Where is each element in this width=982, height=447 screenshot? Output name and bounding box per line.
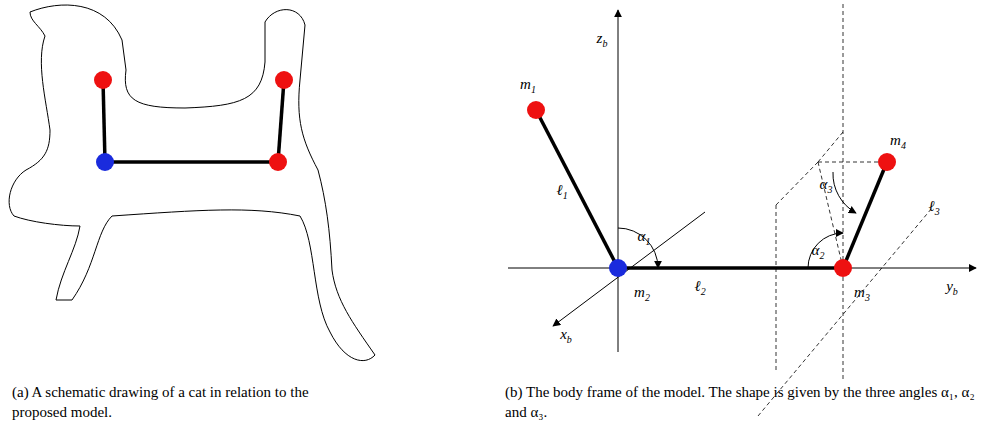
angle-label: α1 (638, 229, 651, 244)
axis-label: zb (597, 31, 608, 46)
mass-dot (609, 259, 627, 277)
caption: (b) The body frame of the model. The sha… (505, 382, 975, 422)
cat-model (103, 80, 284, 162)
mass-dot (269, 153, 287, 171)
angle-label: α3 (820, 177, 833, 192)
length-label: ℓ2 (694, 279, 705, 294)
angle-label: α2 (812, 243, 825, 258)
construction-lines (758, 4, 932, 416)
mass-dot (94, 71, 112, 89)
mass-dot (275, 71, 293, 89)
length-label: ℓ1 (556, 183, 567, 198)
mass-label: m4 (890, 133, 906, 148)
mass-dot (96, 153, 114, 171)
caption: (a) A schematic drawing of a cat in rela… (12, 382, 342, 422)
links (536, 110, 887, 268)
axes (508, 10, 976, 352)
cat-outline (9, 5, 375, 361)
mass-label: m1 (520, 77, 536, 92)
mass-dot (527, 101, 545, 119)
axis-label: yb (946, 279, 958, 294)
mass-dot (878, 153, 896, 171)
angle-arcs (618, 172, 856, 268)
mass-label: m3 (854, 285, 870, 300)
length-label: ℓ3 (928, 199, 939, 214)
mass-label: m2 (634, 285, 650, 300)
mass-dot (834, 259, 852, 277)
axis-label: xb (560, 327, 572, 342)
